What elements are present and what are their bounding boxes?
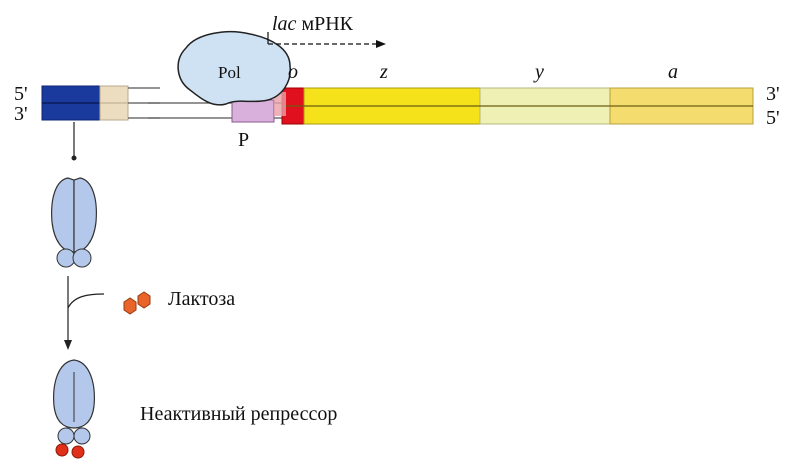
promoter-label: P — [238, 129, 249, 151]
gene-label-o: o — [288, 61, 298, 83]
operon — [281, 87, 754, 125]
lactose-molecules — [123, 291, 151, 315]
rna-polymerase — [177, 30, 291, 106]
gene-label-z: z — [379, 61, 388, 83]
gene-label-y: y — [533, 61, 544, 83]
left-5prime-label: 5' — [14, 83, 28, 105]
mrna-arrow — [267, 32, 386, 48]
lactose-label: Лактоза — [168, 288, 235, 310]
mrna-label: lac мРНК — [272, 13, 354, 35]
right-5prime-label: 5' — [766, 107, 780, 129]
inactive-repressor-label: Неактивный репрессор — [140, 403, 337, 425]
polymerase-label: Pol — [218, 63, 241, 82]
right-3prime-label: 3' — [766, 83, 780, 105]
inactive-repressor — [53, 359, 95, 459]
regulator-gene — [41, 85, 160, 121]
promoter-region — [231, 99, 275, 123]
gene-label-a: a — [668, 61, 678, 83]
active-repressor — [51, 177, 97, 268]
left-3prime-label: 3' — [14, 103, 28, 125]
